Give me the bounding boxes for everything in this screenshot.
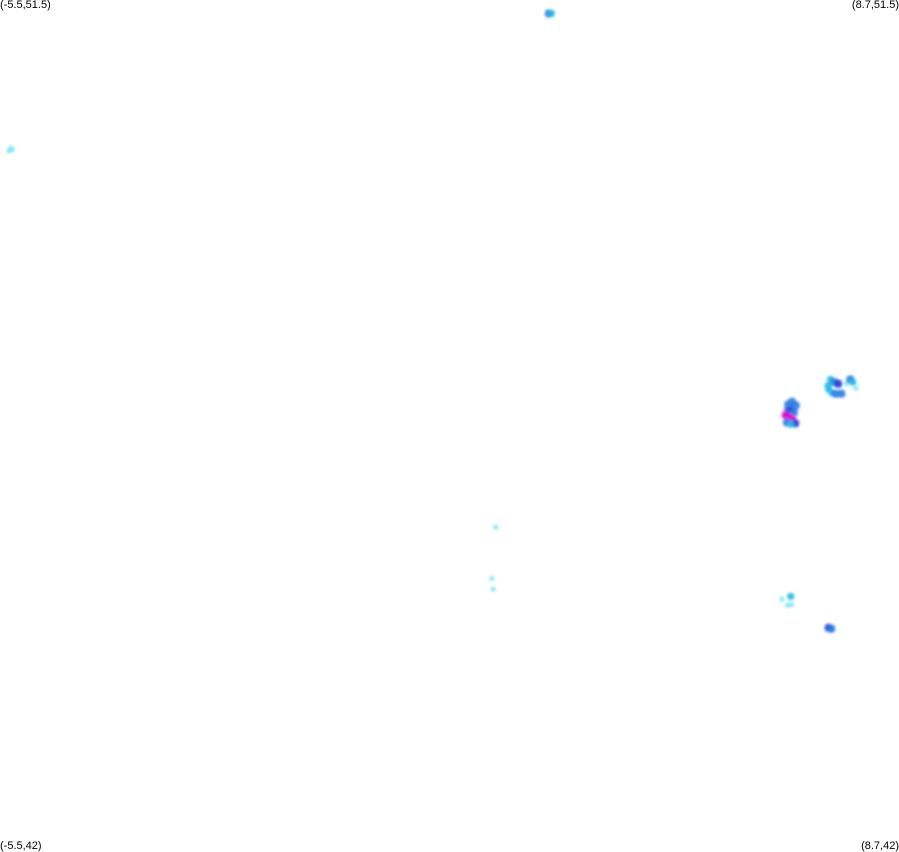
map-point (788, 602, 794, 607)
corner-label-top-right: (8.7,51.5) (851, 0, 899, 11)
map-point (547, 10, 555, 17)
map-point (493, 524, 499, 530)
map-point (787, 420, 795, 428)
map-point (787, 592, 795, 600)
corner-label-bottom-right: (8.7,42) (861, 840, 899, 852)
map-point (490, 586, 496, 592)
map-point (834, 379, 843, 388)
points-group (6, 9, 859, 633)
map-point (785, 602, 791, 608)
map-point (791, 401, 800, 410)
map-point (6, 148, 12, 154)
map-point (827, 624, 836, 633)
corner-label-top-left: (-5.5,51.5) (0, 0, 51, 11)
map-point (853, 385, 859, 391)
map-point (779, 596, 785, 602)
map-point (824, 382, 832, 390)
map-point (837, 389, 846, 398)
corner-label-bottom-left: (-5.5,42) (0, 840, 42, 852)
map-point (849, 378, 857, 386)
map-point (489, 576, 495, 581)
